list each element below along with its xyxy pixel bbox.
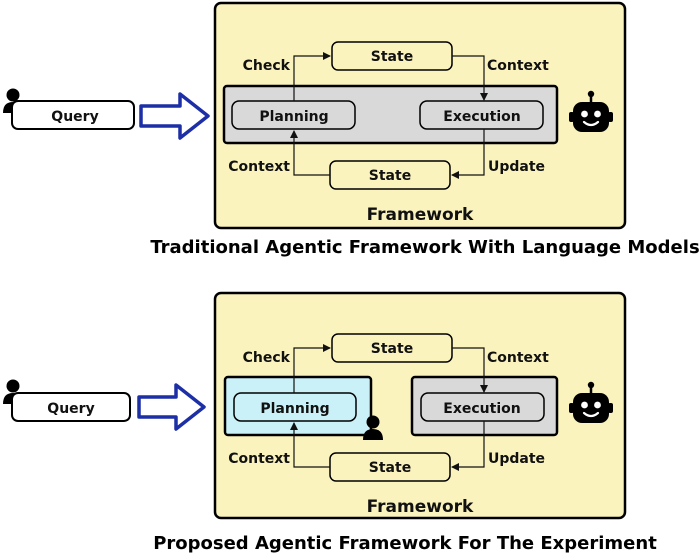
execution-box — [419, 100, 544, 130]
block-arrow-icon — [137, 383, 206, 431]
query-label: Query — [51, 109, 98, 125]
context-top-arrow — [452, 55, 488, 101]
caption-proposed: Proposed Agentic Framework For The Exper… — [153, 533, 657, 554]
execution-box — [420, 392, 545, 422]
check-arrow — [293, 52, 331, 101]
state-top-label: State — [371, 49, 413, 65]
execution-label: Execution — [443, 109, 520, 125]
context-bottom-arrow — [290, 130, 330, 176]
framework-label: Framework — [367, 497, 474, 517]
planning-box — [233, 392, 357, 422]
update-label: Update — [488, 451, 545, 467]
query-box — [11, 392, 131, 422]
state-bottom-label: State — [369, 460, 411, 476]
check-label: Check — [243, 350, 291, 366]
state-bottom-label: State — [369, 168, 411, 184]
context-bottom-label: Context — [228, 159, 290, 175]
check-arrow — [293, 344, 331, 393]
context-bottom-label: Context — [228, 451, 290, 467]
execution-label: Execution — [443, 401, 520, 417]
update-label: Update — [488, 159, 545, 175]
context-top-arrow — [452, 347, 488, 393]
diagram-traditional: Query Framework State State Planning Exe… — [3, 1, 700, 258]
context-bottom-arrow — [290, 422, 330, 468]
update-arrow — [451, 421, 485, 471]
diagram-proposed: Query Framework State State Planning Exe… — [3, 291, 657, 554]
query-box — [11, 100, 135, 130]
framework-label: Framework — [367, 205, 474, 225]
update-arrow — [451, 129, 485, 179]
block-arrow-icon — [139, 92, 210, 140]
context-top-label: Context — [487, 58, 549, 74]
state-top-label: State — [371, 341, 413, 357]
context-top-label: Context — [487, 350, 549, 366]
planning-label: Planning — [259, 109, 328, 125]
planning-label: Planning — [260, 401, 329, 417]
caption-traditional: Traditional Agentic Framework With Langu… — [150, 237, 699, 258]
check-label: Check — [243, 58, 291, 74]
query-label: Query — [47, 401, 94, 417]
